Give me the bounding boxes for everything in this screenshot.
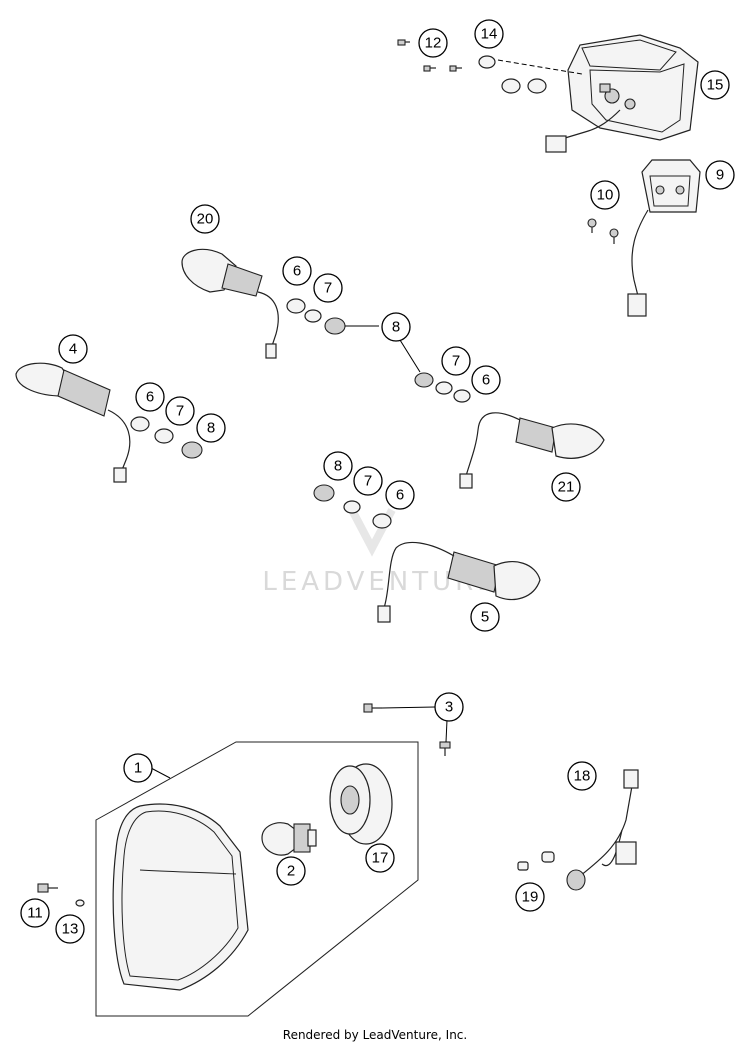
screw-10b[interactable] — [609, 228, 619, 244]
license-light-connector — [627, 293, 647, 317]
callout-7-upper[interactable]: 7 — [313, 273, 343, 303]
callout-6-right[interactable]: 6 — [471, 365, 501, 395]
grommet-b[interactable] — [527, 78, 547, 94]
nut-8-center[interactable] — [313, 484, 335, 502]
svg-text:14: 14 — [481, 26, 498, 43]
screw-12b[interactable] — [423, 65, 436, 72]
turn-signal-5[interactable] — [377, 541, 541, 623]
svg-text:18: 18 — [574, 768, 591, 785]
headlight-mask-1[interactable] — [112, 803, 249, 991]
callout-11[interactable]: 11 — [20, 898, 50, 928]
headlight-bulb-2[interactable] — [261, 822, 317, 856]
svg-text:8: 8 — [392, 319, 400, 336]
callout-3[interactable]: 3 — [434, 692, 464, 722]
callout-10[interactable]: 10 — [590, 180, 620, 210]
grommet-a[interactable] — [501, 78, 521, 94]
svg-text:6: 6 — [293, 263, 301, 280]
callout-21[interactable]: 21 — [551, 472, 581, 502]
washer-6-center[interactable] — [372, 513, 392, 529]
turn-signal-20[interactable] — [181, 248, 279, 359]
svg-text:8: 8 — [207, 420, 215, 437]
callout-20[interactable]: 20 — [190, 204, 220, 234]
leader-line — [497, 59, 583, 75]
svg-text:5: 5 — [481, 609, 489, 626]
washer-6-left[interactable] — [130, 416, 150, 432]
washer-6-upper[interactable] — [286, 298, 306, 314]
turn-signal-4[interactable] — [15, 362, 131, 483]
callout-13[interactable]: 13 — [55, 914, 85, 944]
svg-text:6: 6 — [146, 389, 154, 406]
svg-text:7: 7 — [176, 403, 184, 420]
callout-12[interactable]: 12 — [418, 28, 448, 58]
callout-8-center[interactable]: 8 — [323, 451, 353, 481]
screw-10a[interactable] — [587, 218, 597, 233]
lockwasher-7-left[interactable] — [154, 428, 174, 444]
svg-text:6: 6 — [482, 372, 490, 389]
wiring-harness-18[interactable] — [566, 769, 639, 891]
callout-6-upper[interactable]: 6 — [282, 256, 312, 286]
callout-15[interactable]: 15 — [700, 70, 730, 100]
callout-6-left[interactable]: 6 — [135, 382, 165, 412]
callout-6-center[interactable]: 6 — [385, 480, 415, 510]
turn-signal-21[interactable] — [459, 412, 605, 489]
reflector-17[interactable] — [329, 763, 393, 845]
lockwasher-7-upper[interactable] — [304, 309, 322, 323]
callout-1[interactable]: 1 — [123, 753, 153, 783]
cluster-connector — [545, 135, 567, 153]
screw-3b[interactable] — [439, 741, 451, 756]
screw-11[interactable] — [37, 883, 58, 893]
lockwasher-7-right[interactable] — [435, 381, 453, 395]
callout-7-right[interactable]: 7 — [441, 346, 471, 376]
svg-text:13: 13 — [62, 921, 79, 938]
svg-text:20: 20 — [197, 211, 214, 228]
svg-text:6: 6 — [396, 487, 404, 504]
svg-text:1: 1 — [134, 760, 142, 777]
svg-text:7: 7 — [324, 280, 332, 297]
svg-text:10: 10 — [597, 187, 614, 204]
svg-text:8: 8 — [334, 458, 342, 475]
parking-bulb-19[interactable] — [517, 851, 555, 871]
headlight-group-frame — [95, 741, 419, 1017]
nut-8-right[interactable] — [414, 372, 434, 388]
screw-12c[interactable] — [449, 65, 462, 72]
callout-7-center[interactable]: 7 — [353, 466, 383, 496]
leader-lines — [150, 325, 448, 779]
washer-6-right[interactable] — [453, 389, 471, 403]
callout-4[interactable]: 4 — [58, 334, 88, 364]
svg-text:21: 21 — [558, 479, 575, 496]
svg-text:17: 17 — [372, 850, 389, 867]
callout-8-left[interactable]: 8 — [196, 413, 226, 443]
callout-7-left[interactable]: 7 — [165, 396, 195, 426]
footer-credit: Rendered by LeadVenture, Inc. — [282, 1028, 468, 1042]
screw-3a[interactable] — [363, 703, 382, 713]
callout-17[interactable]: 17 — [365, 843, 395, 873]
svg-text:2: 2 — [287, 863, 295, 880]
instrument-cluster[interactable] — [545, 34, 699, 153]
svg-text:4: 4 — [69, 341, 77, 358]
grommet-14[interactable] — [478, 55, 496, 69]
svg-text:11: 11 — [27, 905, 43, 922]
svg-text:15: 15 — [707, 77, 724, 94]
callout-19[interactable]: 19 — [515, 882, 545, 912]
svg-text:7: 7 — [364, 473, 372, 490]
callout-9[interactable]: 9 — [705, 160, 735, 190]
callout-14[interactable]: 14 — [474, 19, 504, 49]
svg-text:3: 3 — [445, 699, 453, 716]
license-plate-light[interactable] — [627, 159, 701, 317]
callout-8-upper[interactable]: 8 — [381, 312, 411, 342]
nut-8-left[interactable] — [181, 441, 203, 459]
callout-18[interactable]: 18 — [567, 761, 597, 791]
svg-text:12: 12 — [425, 35, 442, 52]
washer-13[interactable] — [75, 899, 85, 907]
callout-5[interactable]: 5 — [470, 602, 500, 632]
lockwasher-7-center[interactable] — [343, 500, 361, 514]
screw-12a[interactable] — [397, 39, 410, 46]
svg-text:7: 7 — [452, 353, 460, 370]
callout-2[interactable]: 2 — [276, 856, 306, 886]
svg-text:19: 19 — [522, 889, 539, 906]
nut-8-upper[interactable] — [324, 317, 346, 335]
svg-text:9: 9 — [716, 167, 724, 184]
